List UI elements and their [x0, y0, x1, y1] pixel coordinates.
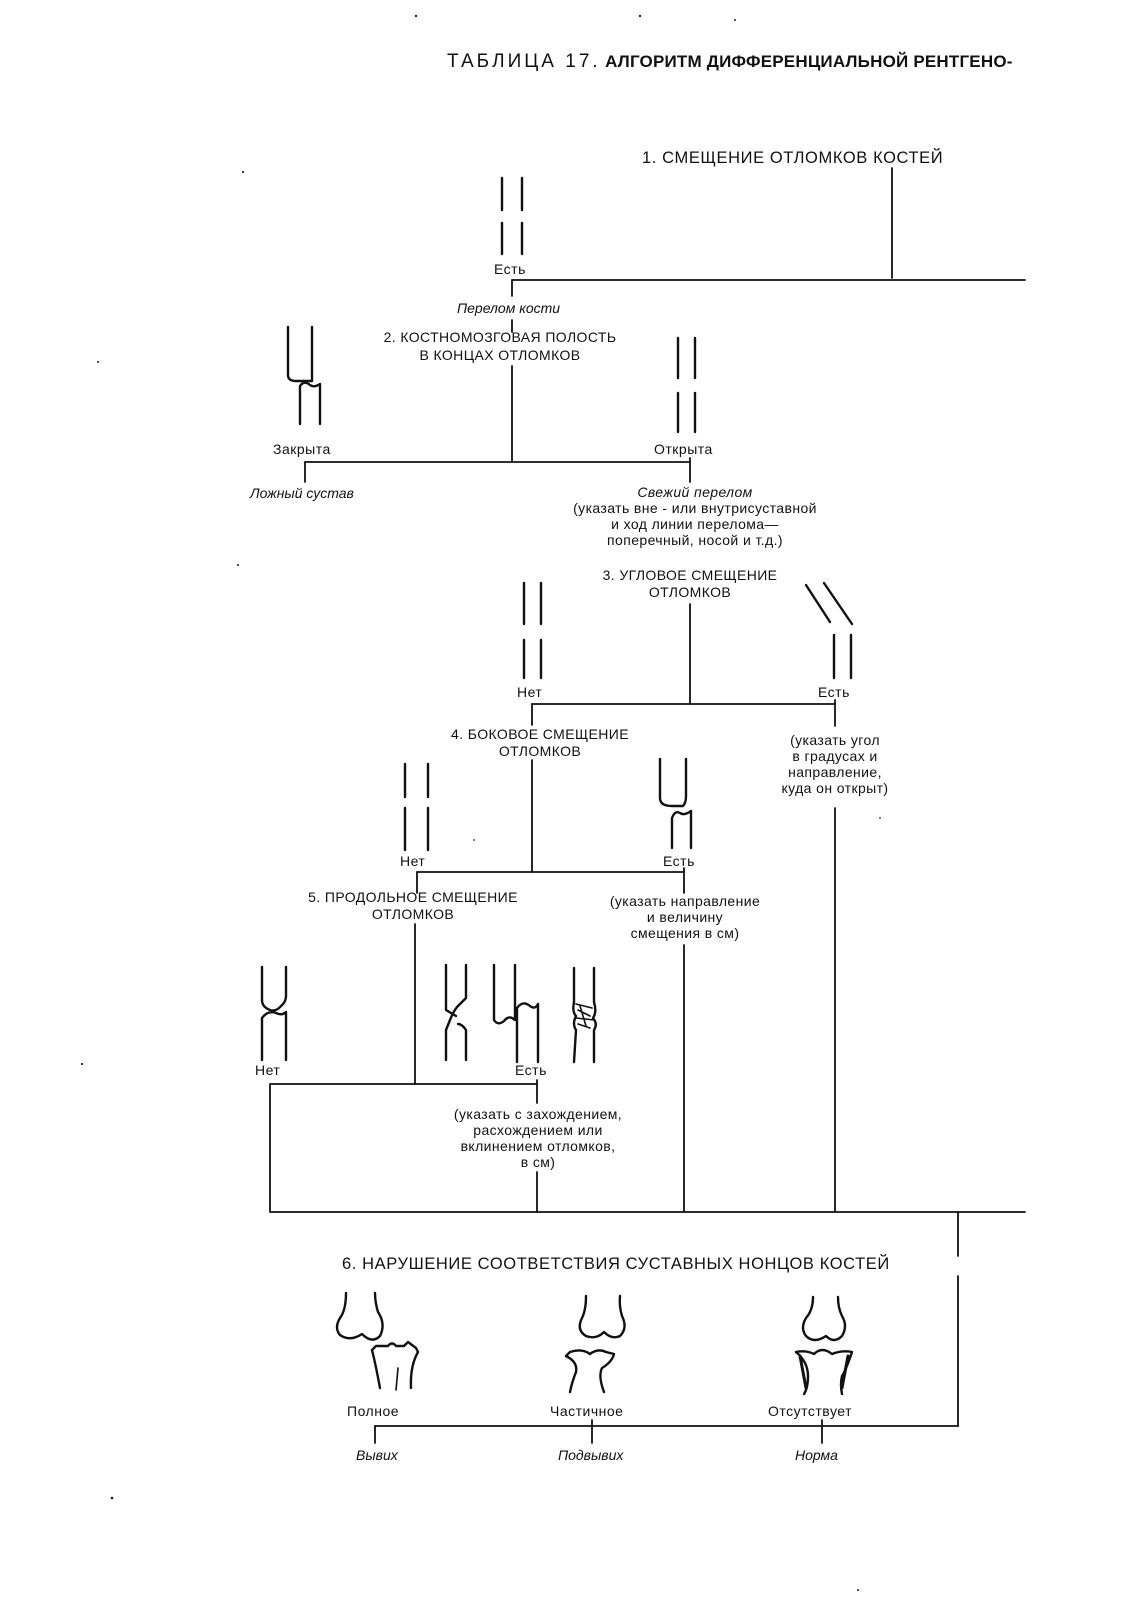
- bone-fragment-icon: [444, 963, 468, 1062]
- joint-icon: [335, 1291, 854, 1396]
- step3-yes-note-2: в градусах и: [792, 748, 878, 764]
- step6-partial-result: Подвывих: [558, 1447, 624, 1463]
- step5-yes-note-1: (указать с захождением,: [453, 1106, 623, 1122]
- bone-fragment-icon: [572, 966, 597, 1064]
- step2-open-note: Свежий перелом (указать вне - или внутри…: [530, 484, 860, 548]
- page-title: ТАБЛИЦА 17. АЛГОРИТМ ДИФФЕРЕНЦИАЛЬНОЙ РЕ…: [447, 52, 1013, 71]
- step3-yes-note-4: куда он открыт): [781, 780, 889, 796]
- bone-fragment-icon: [676, 336, 697, 434]
- step4-yes-note-3: смещения в см): [630, 925, 740, 941]
- step5-question-line1: 5. ПРОДОЛЬНОЕ СМЕЩЕНИЕ: [308, 889, 518, 905]
- step2-open-note-1: (указать вне - или внутрисуставной: [573, 500, 817, 516]
- step5-yes-note: (указать с захождением, расхождением или…: [418, 1106, 658, 1170]
- step4-yes-note: (указать направление и величину смещения…: [580, 893, 790, 941]
- step4-question: 4. БОКОВОЕ СМЕЩЕНИЕ ОТЛОМКОВ: [395, 726, 685, 760]
- step5-yes-label: Есть: [515, 1062, 547, 1078]
- step3-yes-note-1: (указать угол: [790, 732, 880, 748]
- step4-yes-label: Есть: [663, 853, 695, 869]
- step5-no-label: Нет: [255, 1062, 281, 1078]
- step3-yes-label: Есть: [818, 684, 850, 700]
- step6-absent-label: Отсутствует: [768, 1403, 853, 1419]
- step2-open-note-2: и ход линии перелома—: [611, 516, 779, 532]
- step4-yes-note-1: (указать направление: [609, 893, 761, 909]
- step4-question-line1: 4. БОКОВОЕ СМЕЩЕНИЕ: [451, 726, 629, 742]
- step2-question-line2: В КОНЦАХ ОТЛОМКОВ: [419, 347, 581, 363]
- step3-yes-note: (указать угол в градусах и направление, …: [755, 732, 915, 796]
- step2-open-label: Открыта: [654, 441, 713, 457]
- step6-full-result: Вывих: [356, 1447, 398, 1463]
- step2-closed-label: Закрыта: [273, 441, 331, 457]
- step6-question: 6. НАРУШЕНИЕ СООТВЕТСТВИЯ СУСТАВНЫХ НОНЦ…: [342, 1255, 890, 1273]
- step3-question-line1: 3. УГЛОВОЕ СМЕЩЕНИЕ: [602, 567, 778, 583]
- bone-fragment-icon: [804, 581, 854, 680]
- step1-yes-label: Есть: [494, 261, 526, 277]
- bone-fragment-icon: [522, 581, 543, 680]
- title-main: АЛГОРИТМ ДИФФЕРЕНЦИАЛЬНОЙ РЕНТГЕНО-: [605, 52, 1013, 71]
- step5-yes-note-3: вклинением отломков,: [460, 1138, 616, 1154]
- bone-fragment-icon: [500, 176, 524, 256]
- step5-question: 5. ПРОДОЛЬНОЕ СМЕЩЕНИЕ ОТЛОМКОВ: [258, 889, 568, 923]
- step3-question: 3. УГЛОВОЕ СМЕЩЕНИЕ ОТЛОМКОВ: [540, 567, 840, 601]
- bone-fragment-icon: [260, 965, 288, 1062]
- step4-no-label: Нет: [400, 853, 426, 869]
- bone-fragment-icon: [286, 325, 322, 426]
- bone-fragment-icon: [492, 963, 540, 1064]
- step3-no-label: Нет: [517, 684, 543, 700]
- step4-question-line2: ОТЛОМКОВ: [498, 743, 582, 759]
- step5-yes-note-2: расхождением или: [473, 1122, 603, 1138]
- step6-full-label: Полное: [347, 1403, 400, 1419]
- step6-partial-label: Частичное: [550, 1403, 624, 1419]
- step6-absent-result: Норма: [795, 1447, 838, 1463]
- scan-speck: [80, 14, 881, 1591]
- step2-closed-result: Ложный сустав: [250, 485, 354, 501]
- title-prefix: ТАБЛИЦА 17.: [447, 51, 601, 72]
- step1-question: 1. СМЕЩЕНИЕ ОТЛОМКОВ КОСТЕЙ: [642, 149, 944, 167]
- step2-open-result: Свежий перелом: [637, 484, 753, 500]
- step3-question-line2: ОТЛОМКОВ: [648, 584, 732, 600]
- step4-yes-note-2: и величину: [646, 909, 724, 925]
- step2-question: 2. КОСТНОМОЗГОВАЯ ПОЛОСТЬ В КОНЦАХ ОТЛОМ…: [330, 328, 670, 364]
- step5-yes-note-4: в см): [520, 1154, 556, 1170]
- bone-fragment-icon: [658, 757, 693, 850]
- step2-question-line1: 2. КОСТНОМОЗГОВАЯ ПОЛОСТЬ: [383, 329, 617, 345]
- step2-open-note-3: поперечный, носой и т.д.): [607, 532, 783, 548]
- step5-question-line2: ОТЛОМКОВ: [371, 906, 455, 922]
- step3-yes-note-3: направление,: [788, 764, 882, 780]
- bone-fragment-icon: [403, 762, 430, 852]
- step1-yes-result: Перелом кости: [457, 300, 561, 316]
